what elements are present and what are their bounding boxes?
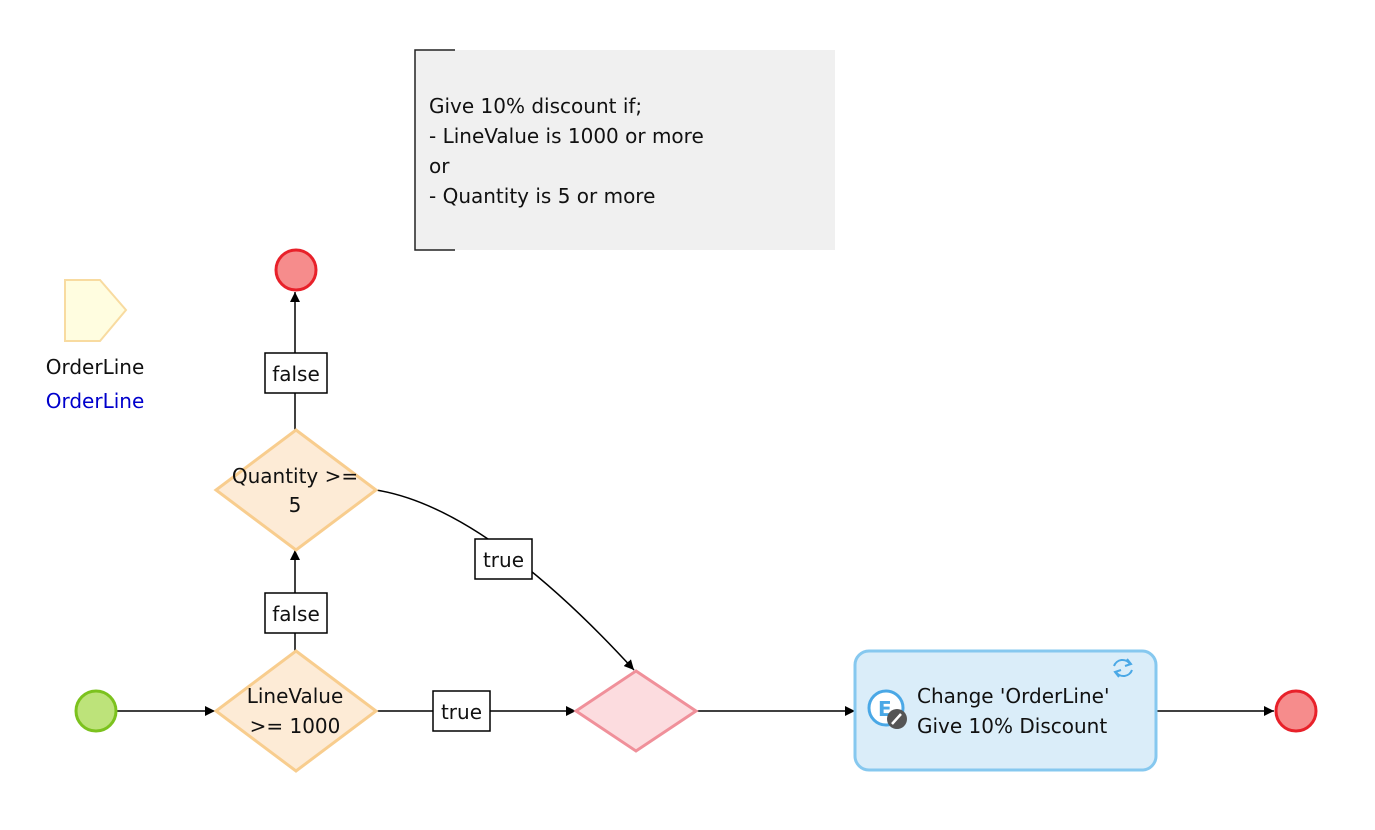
parameter-name: OrderLine: [46, 355, 145, 379]
annotation-note[interactable]: Give 10% discount if; - LineValue is 100…: [414, 49, 835, 251]
change-object-icon: E: [867, 689, 907, 729]
flow-label-box: [432, 690, 491, 732]
flow-label-text: false: [272, 362, 320, 386]
annotation-line: - LineValue is 1000 or more: [429, 124, 704, 148]
decision-label-line2: 5: [289, 493, 302, 517]
flow-label-box: [264, 592, 328, 634]
decision-diamond: [213, 649, 379, 773]
decision-label-line2: >= 1000: [250, 714, 341, 738]
parameter-icon: [64, 279, 128, 342]
activity-box: [853, 649, 1158, 772]
annotation-box: [415, 50, 835, 250]
refresh-icon: [1113, 658, 1133, 678]
merge-gateway[interactable]: [573, 669, 699, 753]
decision-label-line1: LineValue: [247, 684, 344, 708]
flow-label-box: [474, 538, 533, 580]
activity-change-orderline[interactable]: E Change 'OrderLine' Give 10% Discount: [853, 649, 1158, 772]
flow-label-text: false: [272, 602, 320, 626]
activity-label-line2: Give 10% Discount: [917, 714, 1107, 738]
annotation-bracket: [414, 49, 455, 251]
start-event[interactable]: [74, 689, 118, 733]
decision-label-line1: Quantity >=: [232, 464, 358, 488]
annotation-line: - Quantity is 5 or more: [429, 184, 655, 208]
flow-label-linevalue-false[interactable]: false: [264, 592, 328, 634]
decision-diamond: [213, 428, 379, 552]
flow-label-text: true: [483, 548, 524, 572]
decision-linevalue[interactable]: LineValue >= 1000: [213, 649, 379, 773]
end-event-false[interactable]: [274, 248, 318, 292]
flow-label-box: [264, 352, 328, 394]
activity-label-line1: Change 'OrderLine': [917, 684, 1109, 708]
flow-label-linevalue-true[interactable]: true: [432, 690, 491, 732]
flow-label-quantity-false[interactable]: false: [264, 352, 328, 394]
decision-quantity[interactable]: Quantity >= 5: [213, 428, 379, 552]
flow-quantity-true[interactable]: [375, 489, 635, 671]
flow-label-quantity-true[interactable]: true: [474, 538, 533, 580]
annotation-line: or: [429, 154, 450, 178]
end-event-true[interactable]: [1274, 689, 1318, 733]
flow-label-text: true: [441, 700, 482, 724]
parameter-type: OrderLine: [46, 389, 145, 413]
annotation-line: Give 10% discount if;: [429, 94, 642, 118]
parameter-orderline[interactable]: OrderLine OrderLine: [46, 279, 145, 413]
